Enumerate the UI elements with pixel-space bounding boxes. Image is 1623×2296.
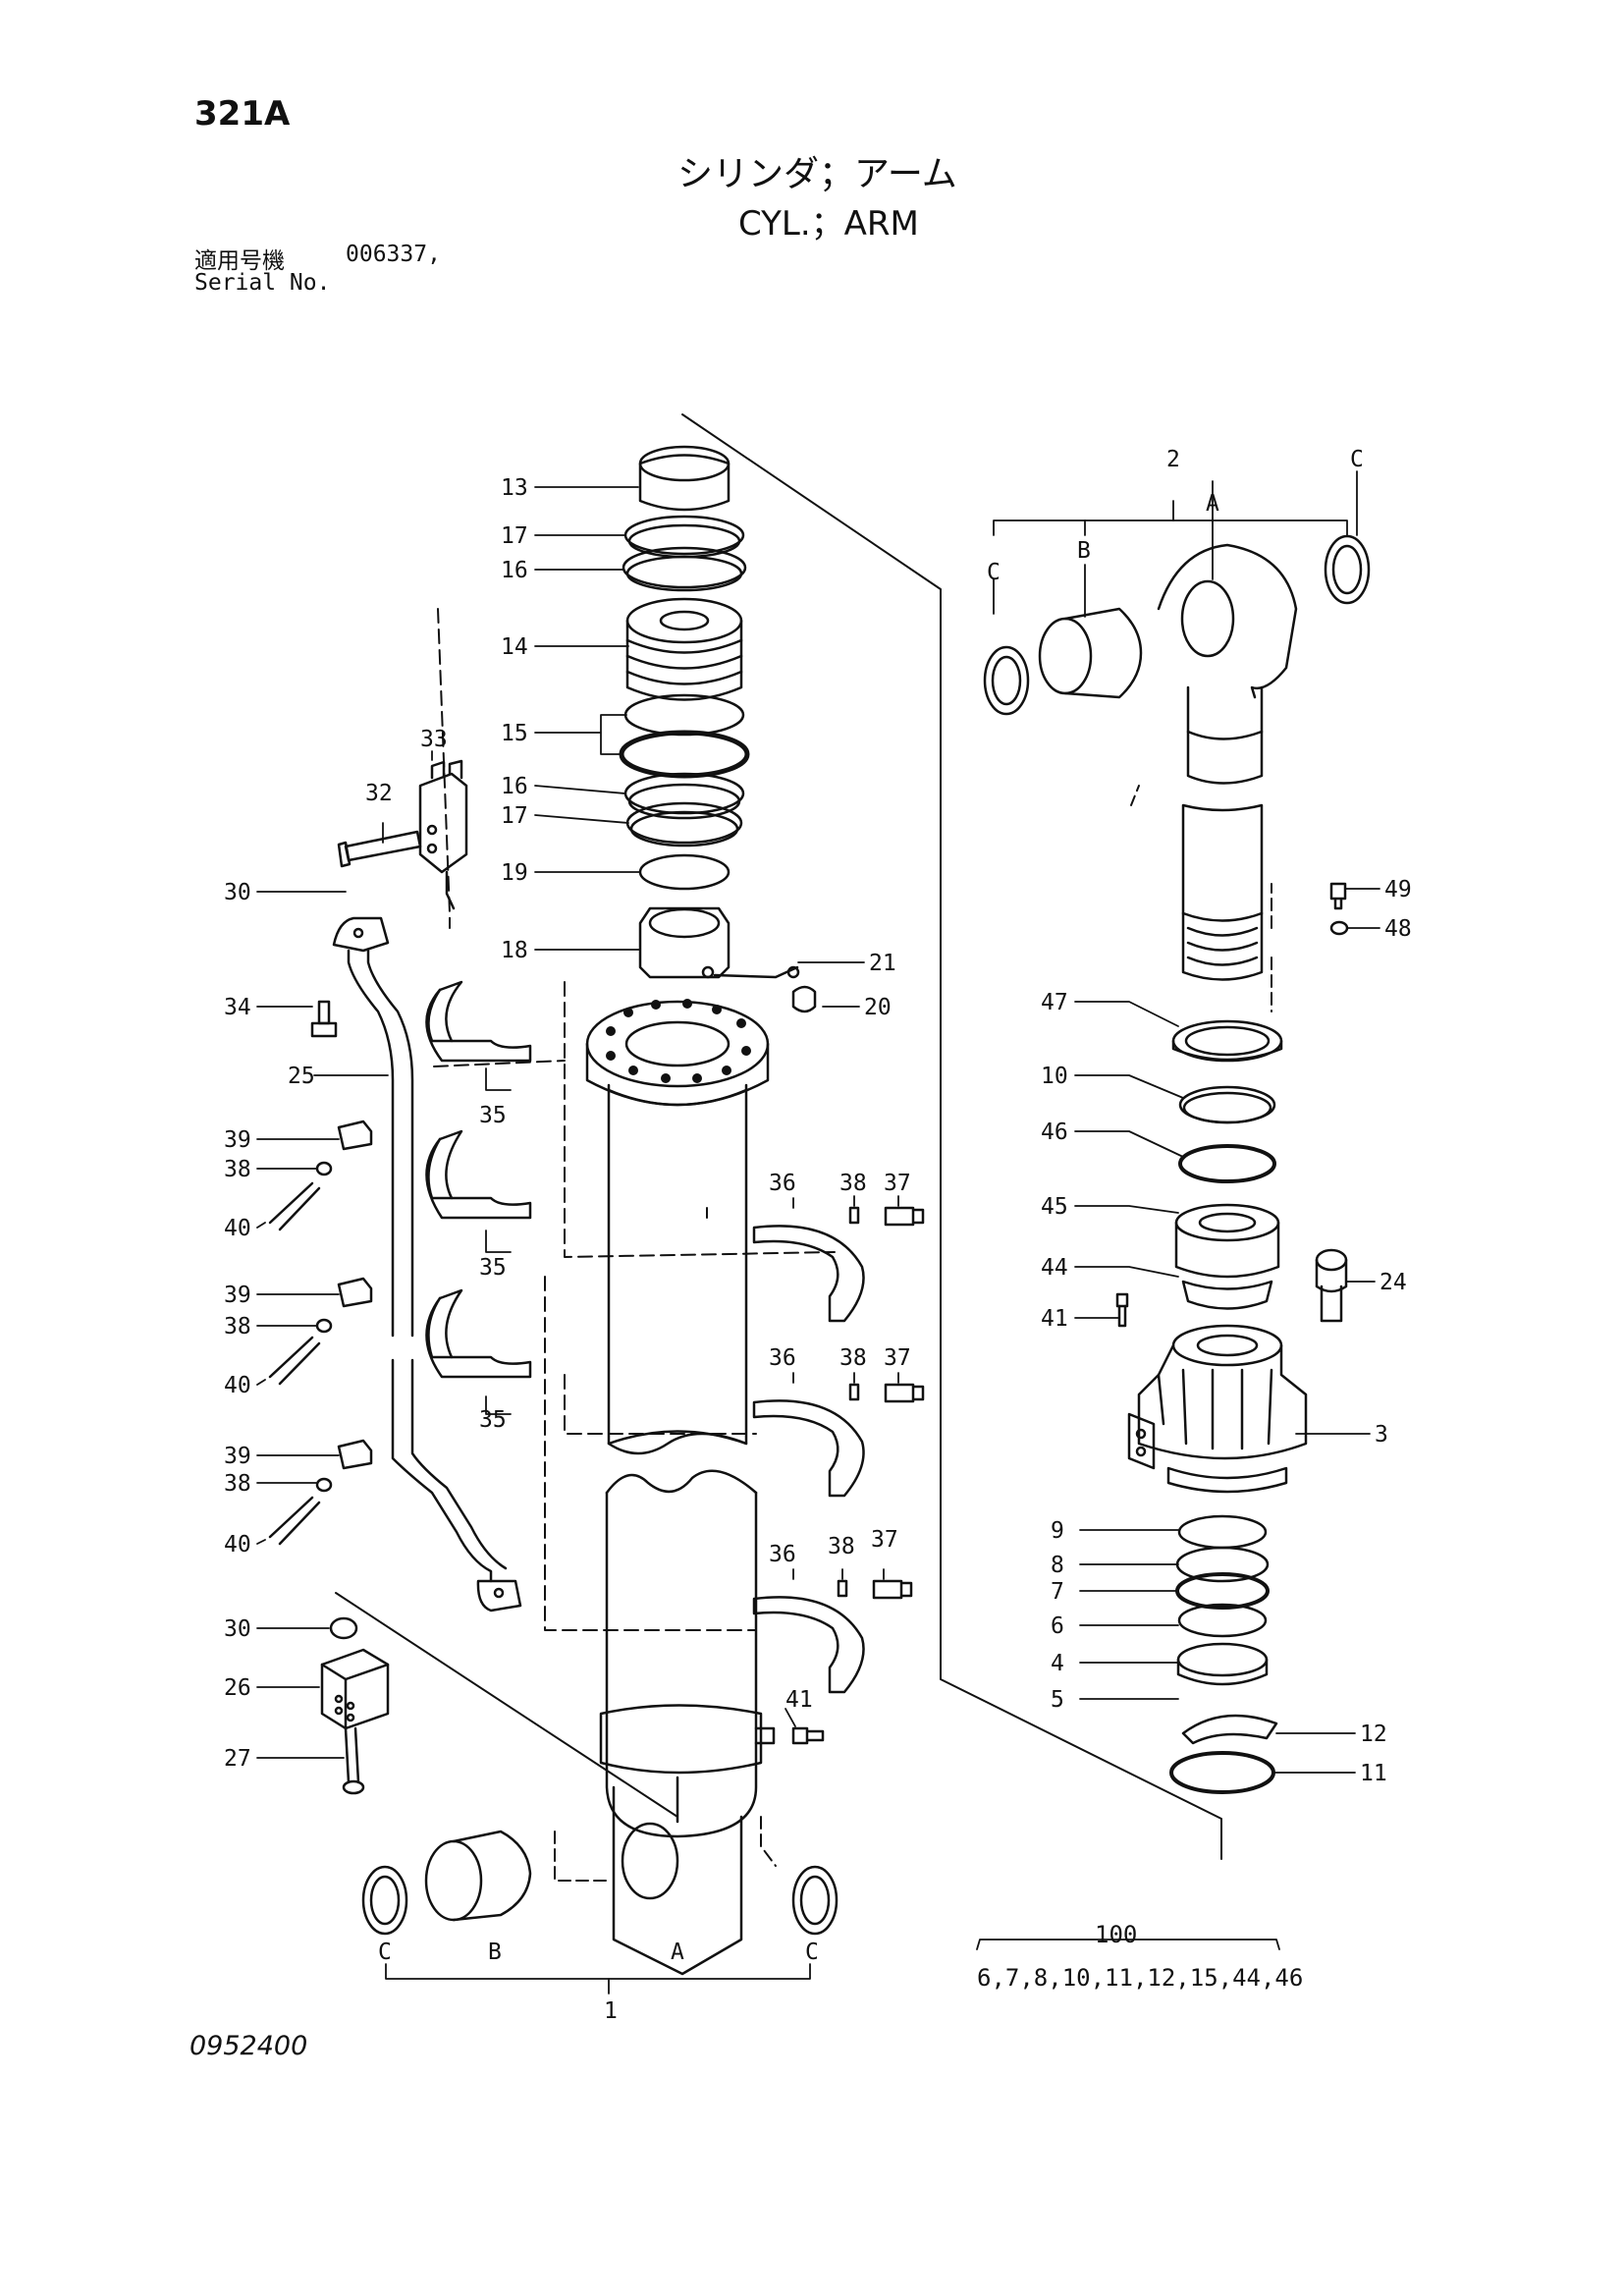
- assembly-guide-lines: [335, 413, 1272, 1882]
- callout-19: 19: [501, 860, 528, 886]
- callout-16: 16: [501, 558, 528, 583]
- callout-37-middle: 37: [884, 1345, 911, 1371]
- callout-39: 39: [224, 1127, 251, 1153]
- callout-a-bottom: A: [671, 1940, 684, 1965]
- callout-a-top: A: [1206, 491, 1219, 517]
- callout-c-bottom-right: C: [805, 1940, 819, 1965]
- callout-47: 47: [1041, 990, 1068, 1015]
- callout-36-lower: 36: [769, 1542, 796, 1567]
- callout-30: 30: [224, 880, 251, 905]
- callout-11: 11: [1360, 1761, 1387, 1786]
- callout-13: 13: [501, 475, 528, 501]
- serial-label-english: Serial No.: [194, 270, 331, 296]
- callout-21: 21: [869, 951, 896, 976]
- callout-b-top: B: [1077, 538, 1091, 564]
- callout-40: 40: [224, 1216, 251, 1241]
- callout-24: 24: [1380, 1270, 1407, 1295]
- callout-25: 25: [288, 1064, 315, 1089]
- callout-leaders: [256, 470, 1380, 1995]
- hydraulic-pipe: [332, 916, 522, 1613]
- callout-38-middle: 38: [224, 1314, 251, 1339]
- callout-40-middle: 40: [224, 1373, 251, 1398]
- pipe-block-33: [337, 759, 468, 910]
- callout-15: 15: [501, 721, 528, 746]
- callout-14: 14: [501, 634, 528, 660]
- callout-4: 4: [1051, 1651, 1064, 1676]
- callout-37: 37: [884, 1171, 911, 1196]
- callout-48: 48: [1384, 916, 1412, 942]
- callout-20: 20: [864, 995, 892, 1020]
- callout-9: 9: [1051, 1518, 1064, 1544]
- callout-41: 41: [785, 1687, 813, 1713]
- title-english: CYL.；ARM: [738, 204, 919, 244]
- callout-40-lower: 40: [224, 1532, 251, 1558]
- clamps-35: [425, 980, 532, 1379]
- clamps-36: [752, 1225, 865, 1694]
- callout-36: 36: [769, 1171, 796, 1196]
- serial-value: 006337,: [346, 242, 441, 267]
- callout-46: 46: [1041, 1120, 1068, 1145]
- small-fasteners: [268, 1000, 925, 1745]
- cylinder-bottom-bushings: [361, 1830, 839, 1936]
- page-code: 321A: [194, 94, 291, 134]
- callout-33: 33: [420, 727, 448, 752]
- callout-32: 32: [365, 781, 393, 806]
- callout-10: 10: [1041, 1064, 1068, 1089]
- piston-rod: [607, 1083, 748, 1455]
- callout-3: 3: [1375, 1422, 1388, 1448]
- callout-b-bottom: B: [488, 1940, 502, 1965]
- callout-17-lower: 17: [501, 803, 528, 829]
- callout-26: 26: [224, 1675, 251, 1701]
- head-flange: [585, 999, 770, 1107]
- callout-35-middle: 35: [479, 1255, 507, 1281]
- callout-41-right: 41: [1041, 1306, 1068, 1332]
- rod-seal-stack: [619, 445, 817, 1013]
- gland-assembly: [1127, 1019, 1308, 1794]
- callout-27: 27: [224, 1746, 251, 1772]
- callout-7: 7: [1051, 1579, 1064, 1605]
- callout-39-lower: 39: [224, 1444, 251, 1469]
- callout-12: 12: [1360, 1722, 1387, 1747]
- callout-c-top-left: C: [987, 560, 1001, 585]
- lower-block-26: [320, 1616, 390, 1795]
- rod-eye-assembly: [983, 534, 1371, 981]
- callout-38-right: 38: [839, 1171, 867, 1196]
- callout-labels: 13 17 16 14 15 16 17 19 18 21 20 33 32 3…: [224, 447, 1412, 2024]
- callout-8: 8: [1051, 1553, 1064, 1578]
- callout-38-right-lower: 38: [828, 1534, 855, 1559]
- drawing-number: 0952400: [189, 2031, 308, 2061]
- callout-2: 2: [1166, 447, 1180, 472]
- callout-39-middle: 39: [224, 1283, 251, 1308]
- right-fasteners: [1115, 882, 1349, 1328]
- callout-38: 38: [224, 1157, 251, 1182]
- serial-label-japanese: 適用号機: [194, 248, 285, 274]
- callout-35: 35: [479, 1103, 507, 1128]
- callout-34: 34: [224, 995, 251, 1020]
- title-japanese: シリンダ；アーム: [677, 154, 957, 194]
- callout-18: 18: [501, 938, 528, 963]
- callout-49: 49: [1384, 877, 1412, 902]
- callout-45: 45: [1041, 1194, 1068, 1220]
- callout-44: 44: [1041, 1255, 1068, 1281]
- callout-16-lower: 16: [501, 774, 528, 799]
- callout-38-right-middle: 38: [839, 1345, 867, 1371]
- callout-c-left: C: [378, 1940, 392, 1965]
- callout-35-lower: 35: [479, 1407, 507, 1433]
- callout-6: 6: [1051, 1613, 1064, 1639]
- seal-kit-number: 100: [1095, 1921, 1138, 1948]
- callout-1: 1: [604, 1998, 618, 2024]
- callout-30-lower: 30: [224, 1616, 251, 1642]
- callout-c-top-right: C: [1350, 447, 1364, 472]
- callout-5: 5: [1051, 1687, 1064, 1713]
- seal-kit-contents: 6,7,8,10,11,12,15,44,46: [977, 1964, 1304, 1992]
- callout-38-lower: 38: [224, 1471, 251, 1497]
- cylinder-tube: [599, 1469, 776, 1976]
- callout-36-middle: 36: [769, 1345, 796, 1371]
- callout-37-lower: 37: [871, 1527, 898, 1553]
- callout-17: 17: [501, 523, 528, 549]
